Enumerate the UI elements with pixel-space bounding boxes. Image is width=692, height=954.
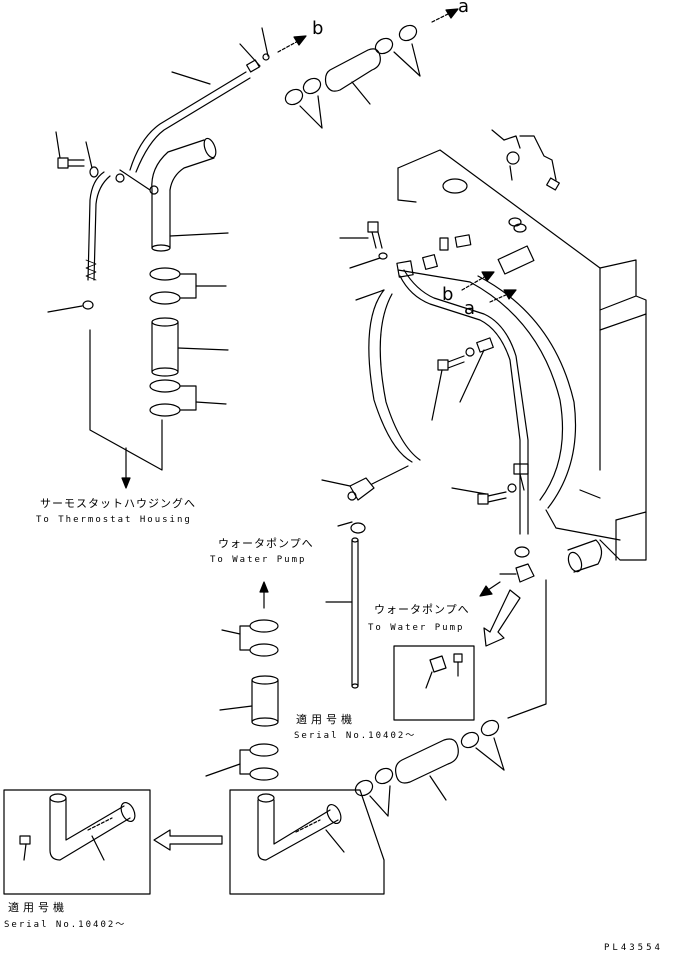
arrow-to-water-pump-right xyxy=(479,581,521,647)
hose-clamps-upper-stack xyxy=(149,267,227,305)
drain-cock-left xyxy=(321,465,409,501)
upper-elbow-pipe xyxy=(151,137,229,252)
hose-clamp-lower-left xyxy=(354,767,394,817)
hose-clamps-lower-stack xyxy=(149,379,227,417)
clip-shroud xyxy=(459,337,494,403)
arrow-label-a-top: a xyxy=(458,0,470,17)
serial-note-middle-en: Serial No.10402～ xyxy=(294,731,417,741)
water-pump-left-label-en: To Water Pump xyxy=(210,555,307,565)
clip-left xyxy=(47,300,94,313)
rubber-hose-vertical xyxy=(151,317,229,377)
fittings-radiator-top xyxy=(422,223,535,275)
water-pump-right-label-en: To Water Pump xyxy=(368,623,465,633)
hose-clamps-left-lower xyxy=(205,743,279,781)
overflow-tube xyxy=(355,260,529,535)
hose-clamp-top-right xyxy=(374,24,421,77)
drawing-reference-number: PL43554 xyxy=(604,943,663,953)
arrow-to-a-top xyxy=(431,8,459,23)
bolt-shroud xyxy=(431,347,475,421)
serial-note-bottom-en: Serial No.10402～ xyxy=(4,920,127,930)
elbow-fitting-right xyxy=(499,563,535,583)
radiator xyxy=(397,149,647,561)
arrow-label-b-mid: b xyxy=(442,284,454,305)
detail-box-elbow-left xyxy=(3,789,151,895)
connector-nipple-top xyxy=(239,27,270,73)
radiator-lower-outlet xyxy=(567,539,603,573)
washer-left xyxy=(85,141,99,178)
bolt-left xyxy=(55,131,85,169)
water-rod xyxy=(325,537,359,689)
rubber-hose-lower xyxy=(395,738,459,801)
thermostat-label-en: To Thermostat Housing xyxy=(36,515,192,525)
water-pump-right-label-jp: ウォータポンプへ xyxy=(374,603,470,616)
bolt-radiator-top xyxy=(339,221,383,249)
washer-mid xyxy=(337,521,366,534)
bolt-lower-right xyxy=(451,483,517,505)
arrow-to-b-top xyxy=(277,35,307,53)
arrow-hollow-left xyxy=(153,829,223,851)
rubber-hose-left xyxy=(219,675,279,727)
arrow-a-middle xyxy=(489,289,517,303)
washer-right xyxy=(514,546,530,558)
drain-valve xyxy=(491,129,560,191)
hose-clamp-top-left xyxy=(284,77,323,129)
arrow-up-to-water-pump xyxy=(259,581,269,609)
serial-note-bottom-jp: 適用号機 xyxy=(8,901,68,914)
detail-box-fitting xyxy=(393,645,475,721)
washer-radiator-top xyxy=(349,252,388,269)
arrow-to-thermostat xyxy=(89,329,163,489)
arrow-label-b-top: b xyxy=(312,18,324,39)
water-pump-left-label-jp: ウォータポンプへ xyxy=(218,537,314,550)
detail-box-elbow-right xyxy=(229,789,385,895)
hose-clamps-left-upper xyxy=(221,619,279,657)
hose-clamp-lower-right xyxy=(460,719,505,771)
rubber-hose-top xyxy=(324,48,381,105)
bleeder-tube xyxy=(85,71,251,281)
fan-shroud xyxy=(368,269,577,509)
thermostat-label-jp: サーモスタットハウジングへ xyxy=(40,497,196,510)
serial-note-middle-jp: 適用号機 xyxy=(296,713,356,726)
connection-line-lower xyxy=(507,579,547,719)
arrow-label-a-mid: a xyxy=(464,298,476,319)
arrow-b-middle xyxy=(461,271,495,291)
clip-right-tube xyxy=(513,463,529,491)
